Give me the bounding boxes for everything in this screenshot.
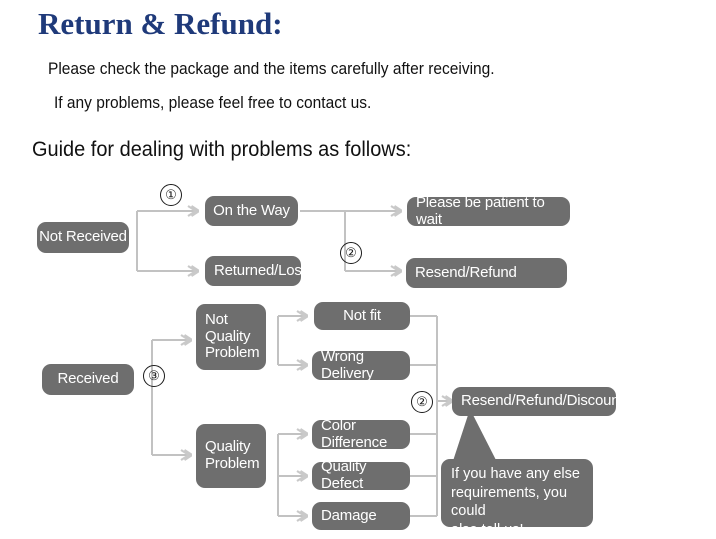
callout-box: If you have any else requirements, you c… bbox=[441, 459, 593, 538]
instruction-line-1: Please check the package and the items c… bbox=[48, 60, 495, 78]
marker-3: ③ bbox=[143, 365, 165, 387]
node-on-the-way[interactable]: On the Way bbox=[205, 196, 298, 226]
node-damage[interactable]: Damage bbox=[312, 502, 410, 530]
node-quality-problem[interactable]: Quality Problem bbox=[196, 424, 266, 488]
guide-heading: Guide for dealing with problems as follo… bbox=[32, 138, 412, 161]
instruction-line-2: If any problems, please feel free to con… bbox=[54, 94, 372, 112]
node-wrong-delivery[interactable]: Wrong Delivery bbox=[312, 348, 410, 381]
node-please-be-patient[interactable]: Please be patient to wait bbox=[407, 194, 570, 227]
marker-1: ① bbox=[160, 184, 182, 206]
node-quality-defect[interactable]: Quality Defect bbox=[312, 458, 410, 492]
node-color-difference[interactable]: Color Difference bbox=[312, 417, 410, 450]
node-not-quality-problem[interactable]: Not Quality Problem bbox=[196, 304, 266, 370]
marker-2b: ② bbox=[411, 391, 433, 413]
node-resend-refund[interactable]: Resend/Refund bbox=[406, 258, 567, 288]
page-title: Return & Refund: bbox=[38, 6, 283, 41]
node-not-fit[interactable]: Not fit bbox=[314, 302, 410, 330]
node-resend-refund-discount[interactable]: Resend/Refund/Discount bbox=[452, 387, 624, 416]
node-received[interactable]: Received bbox=[42, 364, 134, 395]
node-returned-lost[interactable]: Returned/Lost bbox=[205, 256, 306, 286]
node-not-received[interactable]: Not Received bbox=[37, 222, 129, 253]
marker-2a: ② bbox=[340, 242, 362, 264]
